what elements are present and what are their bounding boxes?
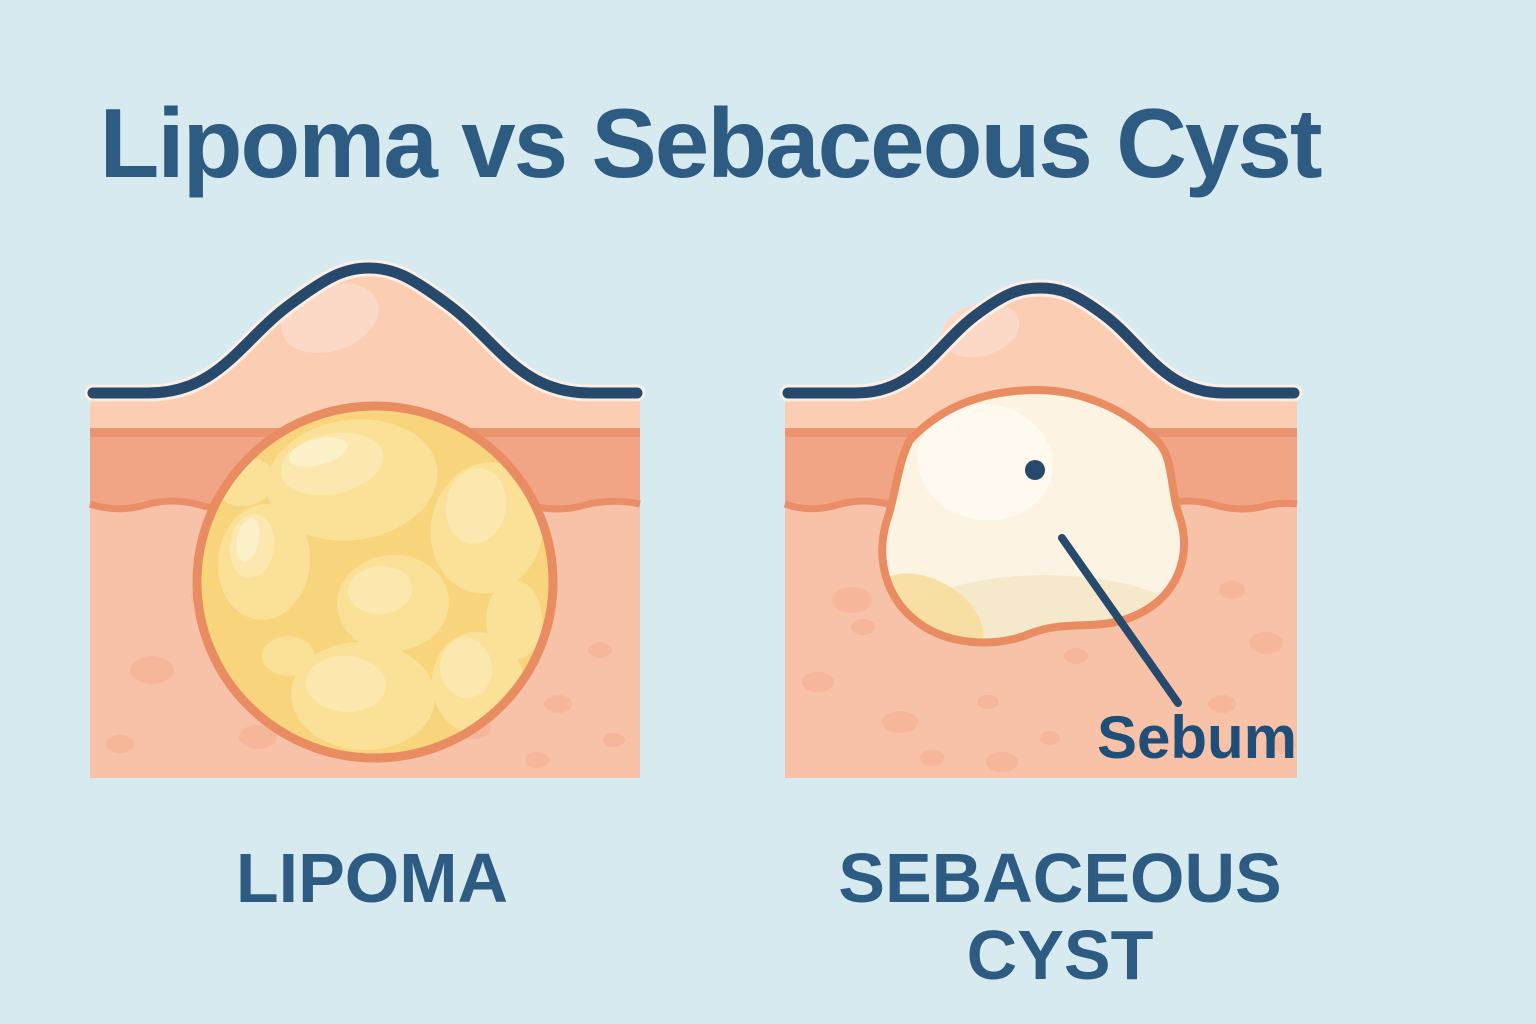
bump-highlight xyxy=(940,302,1020,358)
epidermis-line xyxy=(782,282,1300,399)
cyst-caption: SEBACEOUS CYST xyxy=(838,839,1282,994)
panel-lipoma-illustration xyxy=(84,259,646,778)
page-title: Lipoma vs Sebaceous Cyst xyxy=(99,88,1322,198)
punctum-dot xyxy=(1025,460,1045,480)
epidermis-line xyxy=(87,262,643,399)
lipoma-caption: LIPOMA xyxy=(235,839,509,917)
lipoma-lobule-highlights xyxy=(229,432,507,713)
sebum-pointer-line xyxy=(1058,534,1182,707)
lipoma-mass xyxy=(192,401,558,763)
sebum-label: Sebum xyxy=(1097,704,1297,771)
lipoma-outline xyxy=(192,401,558,763)
cyst-outline xyxy=(878,386,1189,647)
lipoma-gloss xyxy=(236,437,348,562)
panel-cyst-illustration: Sebum xyxy=(779,279,1303,778)
cyst-sheen xyxy=(917,403,1053,521)
cyst-sac xyxy=(878,386,1189,647)
